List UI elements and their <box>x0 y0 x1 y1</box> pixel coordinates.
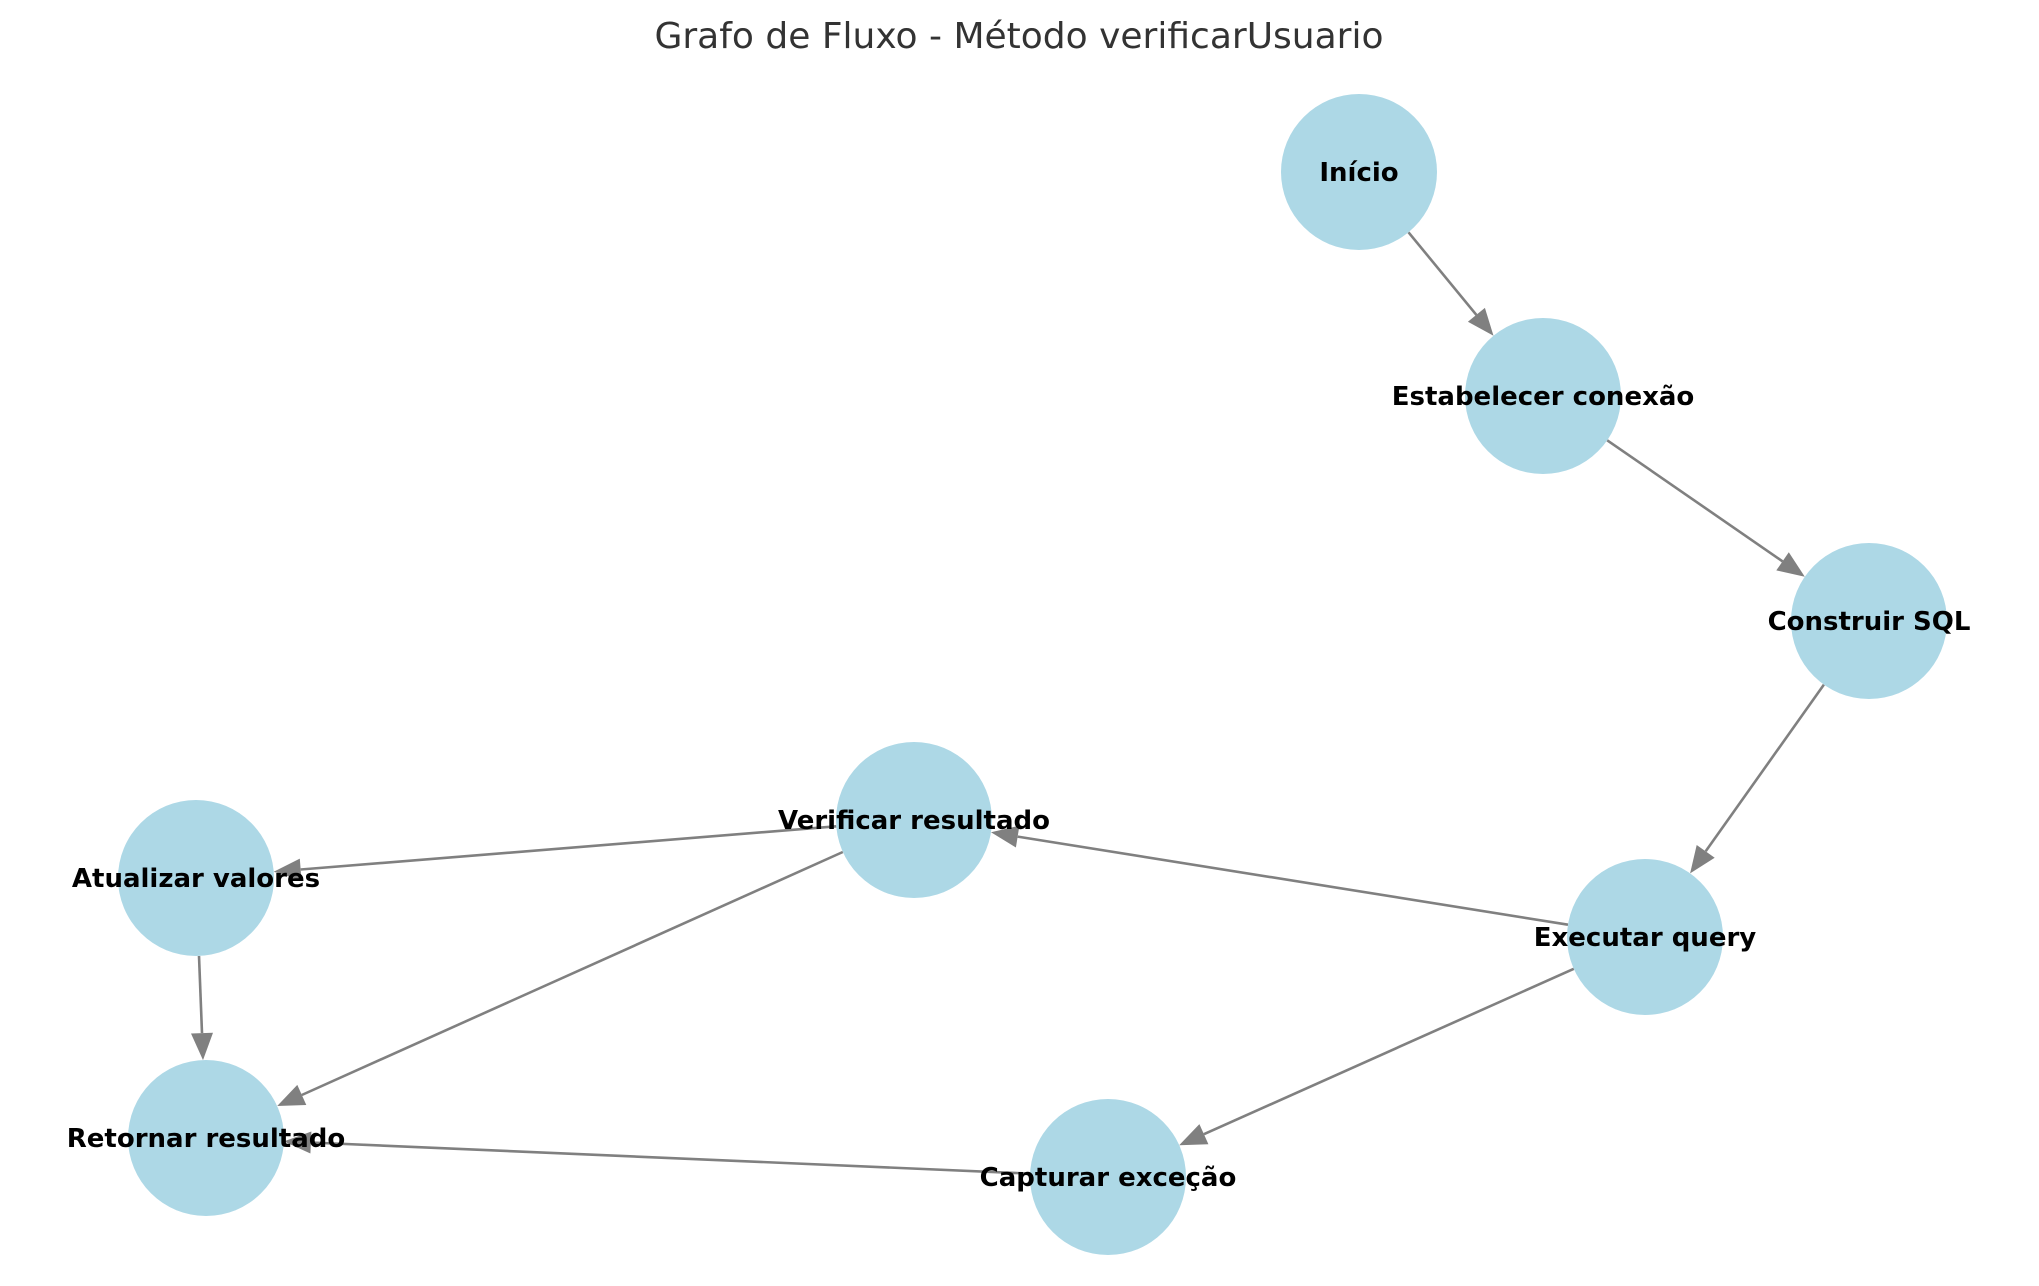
node-label-construir: Construir SQL <box>1768 607 1971 637</box>
edge-atualizar-to-retornar <box>191 955 213 1061</box>
arrowhead-icon <box>191 1032 213 1061</box>
node-label-executar: Executar query <box>1534 923 1757 953</box>
node-retornar <box>128 1060 284 1216</box>
node-estabelecer <box>1465 318 1621 474</box>
edge-line <box>1407 231 1478 316</box>
arrowhead-icon <box>1690 845 1715 874</box>
edge-verificar-to-retornar <box>277 850 844 1106</box>
arrowhead-icon <box>991 825 1020 848</box>
edge-inicio-to-estabelecer <box>1407 231 1494 336</box>
edge-capturar-to-retornar <box>283 1131 1031 1175</box>
edge-line <box>197 955 204 1034</box>
node-label-capturar: Capturar exceção <box>980 1163 1237 1193</box>
edges-layer <box>191 231 1825 1175</box>
node-label-estabelecer: Estabelecer conexão <box>1392 382 1695 412</box>
node-atualizar <box>118 800 274 956</box>
arrowhead-icon <box>283 1131 312 1154</box>
edge-executar-to-verificar <box>991 825 1569 926</box>
node-label-atualizar: Atualizar valores <box>72 864 320 894</box>
arrowhead-icon <box>1467 307 1494 336</box>
node-verificar <box>836 742 992 898</box>
edge-verificar-to-atualizar <box>273 825 837 881</box>
edge-line <box>310 1141 1031 1175</box>
edge-line <box>1606 439 1784 563</box>
arrowhead-icon <box>277 1084 307 1106</box>
node-executar <box>1567 859 1723 1015</box>
node-construir <box>1791 543 1947 699</box>
graph-title: Grafo de Fluxo - Método verificarUsuario <box>654 16 1383 57</box>
edge-line <box>1704 683 1825 853</box>
edge-line <box>300 825 837 871</box>
node-label-inicio: Início <box>1319 158 1398 188</box>
node-label-retornar: Retornar resultado <box>67 1124 346 1154</box>
arrowhead-icon <box>1776 552 1805 577</box>
nodes-layer <box>118 94 1947 1255</box>
edge-line <box>1017 835 1569 926</box>
edge-line <box>1203 967 1575 1136</box>
node-inicio <box>1281 94 1437 250</box>
edge-executar-to-capturar <box>1179 967 1575 1146</box>
node-capturar <box>1030 1099 1186 1255</box>
edge-estabelecer-to-construir <box>1606 439 1805 577</box>
node-label-verificar: Verificar resultado <box>778 806 1050 836</box>
arrowhead-icon <box>1179 1124 1209 1146</box>
edge-line <box>301 850 844 1097</box>
arrowhead-icon <box>273 858 302 881</box>
edge-construir-to-executar <box>1690 683 1825 874</box>
